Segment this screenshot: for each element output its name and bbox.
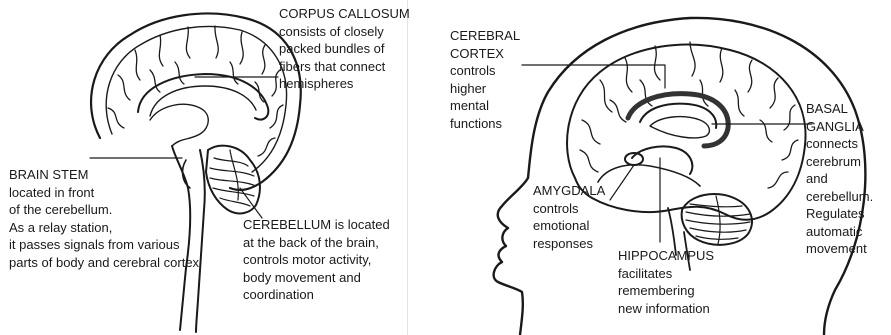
label-cerebral-cortex-line: controls — [450, 62, 520, 80]
label-basal-ganglia-line: cerebellum. — [806, 188, 873, 206]
label-basal-ganglia-title: BASAL — [806, 100, 873, 118]
label-cerebral-cortex-line: CORTEX — [450, 45, 520, 63]
label-hippocampus-line: remembering — [618, 282, 714, 300]
label-cerebellum-line: at the back of the brain, — [243, 234, 390, 252]
label-cerebral-cortex-line: functions — [450, 115, 520, 133]
label-amygdala-line: emotional — [533, 217, 605, 235]
label-brain-stem-line: it passes signals from various — [9, 236, 199, 254]
temporal-lobe — [598, 165, 700, 186]
label-basal-ganglia-line: and — [806, 170, 873, 188]
label-hippocampus-line: new information — [618, 300, 714, 318]
label-hippocampus-line: facilitates — [618, 265, 714, 283]
label-cerebellum-first-line: CEREBELLUM is located — [243, 216, 390, 234]
label-cerebellum-line: coordination — [243, 286, 390, 304]
sagittal-cortex-outline — [91, 13, 301, 190]
sagittal-cortex-inner — [106, 26, 286, 172]
label-cerebellum-title: CEREBELLUM — [243, 217, 331, 232]
label-basal-ganglia-line: GANGLIA — [806, 118, 873, 136]
basal-ganglia-outer — [628, 94, 728, 146]
label-brain-stem-line: located in front — [9, 184, 199, 202]
label-brain-stem-line: of the cerebellum. — [9, 201, 199, 219]
label-corpus-callosum-line: packed bundles of — [279, 40, 410, 58]
hippocampus-curve — [632, 146, 692, 174]
label-corpus-callosum-title: CORPUS CALLOSUM — [279, 5, 410, 23]
label-basal-ganglia-line: cerebrum — [806, 153, 873, 171]
label-cerebral-cortex: CEREBRAL CORTEX controls higher mental f… — [450, 27, 520, 132]
label-basal-ganglia-line: movement — [806, 240, 873, 258]
label-cerebellum-line: controls motor activity, — [243, 251, 390, 269]
label-brain-stem-line: As a relay station, — [9, 219, 199, 237]
label-hippocampus: HIPPOCAMPUS facilitates remembering new … — [618, 247, 714, 317]
label-amygdala-line: controls — [533, 200, 605, 218]
label-brain-stem-line: parts of body and cerebral cortex — [9, 254, 199, 272]
label-amygdala-title: AMYGDALA — [533, 182, 605, 200]
label-amygdala: AMYGDALA controls emotional responses — [533, 182, 605, 252]
label-basal-ganglia: BASAL GANGLIA connects cerebrum and cere… — [806, 100, 873, 258]
label-basal-ganglia-line: connects — [806, 135, 873, 153]
label-cerebral-cortex-title: CEREBRAL — [450, 27, 520, 45]
label-cerebral-cortex-line: higher — [450, 80, 520, 98]
label-basal-ganglia-line: automatic — [806, 223, 873, 241]
label-brain-stem: BRAIN STEM located in front of the cereb… — [9, 166, 199, 271]
label-corpus-callosum: CORPUS CALLOSUM consists of closely pack… — [279, 5, 410, 93]
label-corpus-callosum-line: consists of closely — [279, 23, 410, 41]
label-corpus-callosum-line: fibers that connect — [279, 58, 410, 76]
label-amygdala-line: responses — [533, 235, 605, 253]
label-brain-stem-title: BRAIN STEM — [9, 166, 199, 184]
label-cerebral-cortex-line: mental — [450, 97, 520, 115]
label-cerebellum: CEREBELLUM is located at the back of the… — [243, 216, 390, 304]
corpus-callosum-inner — [150, 86, 256, 116]
label-hippocampus-title: HIPPOCAMPUS — [618, 247, 714, 265]
label-cerebellum-line: body movement and — [243, 269, 390, 287]
basal-ganglia-core — [650, 117, 709, 138]
label-corpus-callosum-line: hemispheres — [279, 75, 410, 93]
pointer-amygdala — [610, 165, 634, 200]
thalamus-region — [150, 104, 208, 146]
label-cerebellum-title-suffix: is located — [331, 217, 390, 232]
label-basal-ganglia-line: Regulates — [806, 205, 873, 223]
